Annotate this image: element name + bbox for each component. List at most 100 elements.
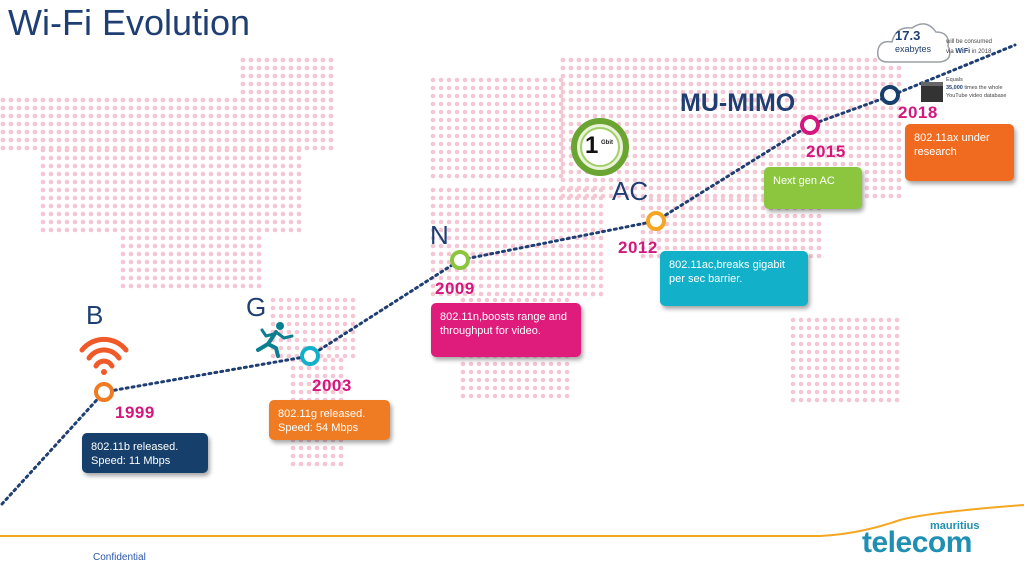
map-dot bbox=[568, 97, 574, 103]
map-dot bbox=[492, 377, 498, 383]
map-dot bbox=[590, 243, 596, 249]
map-dot bbox=[712, 153, 718, 159]
map-dot bbox=[824, 81, 830, 87]
map-dot bbox=[854, 333, 860, 339]
map-dot bbox=[136, 121, 142, 127]
map-dot bbox=[240, 155, 246, 161]
map-dot bbox=[664, 97, 670, 103]
map-dot bbox=[120, 211, 126, 217]
map-dot bbox=[558, 133, 564, 139]
map-dot bbox=[176, 251, 182, 257]
map-dot bbox=[816, 113, 822, 119]
map-dot bbox=[248, 211, 254, 217]
map-dot bbox=[298, 453, 304, 459]
map-dot bbox=[272, 89, 278, 95]
map-dot bbox=[296, 163, 302, 169]
map-dot bbox=[696, 65, 702, 71]
map-dot bbox=[16, 137, 22, 143]
logo-mauritius-text: mauritius bbox=[930, 520, 980, 532]
map-dot bbox=[534, 283, 540, 289]
map-dot bbox=[712, 229, 718, 235]
map-dot bbox=[696, 97, 702, 103]
map-dot bbox=[790, 389, 796, 395]
map-dot bbox=[232, 195, 238, 201]
map-dot bbox=[656, 169, 662, 175]
map-dot bbox=[334, 329, 340, 335]
map-dot bbox=[664, 65, 670, 71]
map-dot bbox=[664, 237, 670, 243]
map-dot bbox=[216, 163, 222, 169]
map-dot bbox=[752, 121, 758, 127]
map-dot bbox=[136, 155, 142, 161]
map-dot bbox=[510, 173, 516, 179]
map-dot bbox=[16, 145, 22, 151]
map-dot bbox=[712, 121, 718, 127]
map-dot bbox=[510, 141, 516, 147]
map-dot bbox=[296, 227, 302, 233]
map-dot bbox=[438, 275, 444, 281]
map-dot bbox=[152, 259, 158, 265]
map-dot bbox=[878, 397, 884, 403]
map-dot bbox=[120, 267, 126, 273]
map-dot bbox=[136, 163, 142, 169]
map-dot bbox=[838, 381, 844, 387]
map-dot bbox=[784, 245, 790, 251]
map-dot bbox=[824, 105, 830, 111]
map-dot bbox=[592, 105, 598, 111]
map-dot bbox=[460, 297, 466, 303]
map-dot bbox=[248, 137, 254, 143]
map-dot bbox=[704, 121, 710, 127]
map-dot bbox=[500, 361, 506, 367]
map-dot bbox=[560, 97, 566, 103]
map-dot bbox=[784, 73, 790, 79]
map-dot bbox=[680, 161, 686, 167]
map-dot bbox=[72, 227, 78, 233]
map-dot bbox=[494, 259, 500, 265]
map-dot bbox=[470, 227, 476, 233]
map-dot bbox=[208, 105, 214, 111]
map-dot bbox=[640, 73, 646, 79]
map-dot bbox=[240, 283, 246, 289]
map-dot bbox=[232, 275, 238, 281]
map-dot bbox=[224, 121, 230, 127]
map-dot bbox=[598, 219, 604, 225]
map-dot bbox=[288, 105, 294, 111]
map-dot bbox=[736, 97, 742, 103]
map-dot bbox=[830, 365, 836, 371]
map-dot bbox=[72, 203, 78, 209]
map-dot bbox=[462, 203, 468, 209]
map-dot bbox=[256, 65, 262, 71]
map-dot bbox=[160, 179, 166, 185]
map-dot bbox=[216, 211, 222, 217]
map-dot bbox=[240, 65, 246, 71]
map-dot bbox=[232, 251, 238, 257]
map-dot bbox=[896, 153, 902, 159]
map-dot bbox=[470, 187, 476, 193]
map-dot bbox=[280, 105, 286, 111]
map-dot bbox=[248, 89, 254, 95]
map-dot bbox=[886, 341, 892, 347]
map-dot bbox=[232, 147, 238, 153]
map-dot bbox=[592, 185, 598, 191]
map-dot bbox=[160, 121, 166, 127]
map-dot bbox=[248, 129, 254, 135]
map-dot bbox=[272, 147, 278, 153]
map-dot bbox=[312, 129, 318, 135]
map-dot bbox=[510, 267, 516, 273]
map-dot bbox=[438, 283, 444, 289]
map-dot bbox=[216, 235, 222, 241]
year-label-2003: 2003 bbox=[312, 376, 352, 395]
map-dot bbox=[278, 353, 284, 359]
map-dot bbox=[584, 65, 590, 71]
map-dot bbox=[526, 187, 532, 193]
map-dot bbox=[280, 129, 286, 135]
timeline-node-2018 bbox=[880, 85, 900, 105]
map-dot bbox=[502, 165, 508, 171]
map-dot bbox=[240, 275, 246, 281]
map-dot bbox=[104, 195, 110, 201]
timeline-dotted-line bbox=[0, 43, 1017, 506]
map-dot bbox=[192, 155, 198, 161]
map-dot bbox=[312, 57, 318, 63]
map-dot bbox=[128, 227, 134, 233]
map-dot bbox=[808, 221, 814, 227]
